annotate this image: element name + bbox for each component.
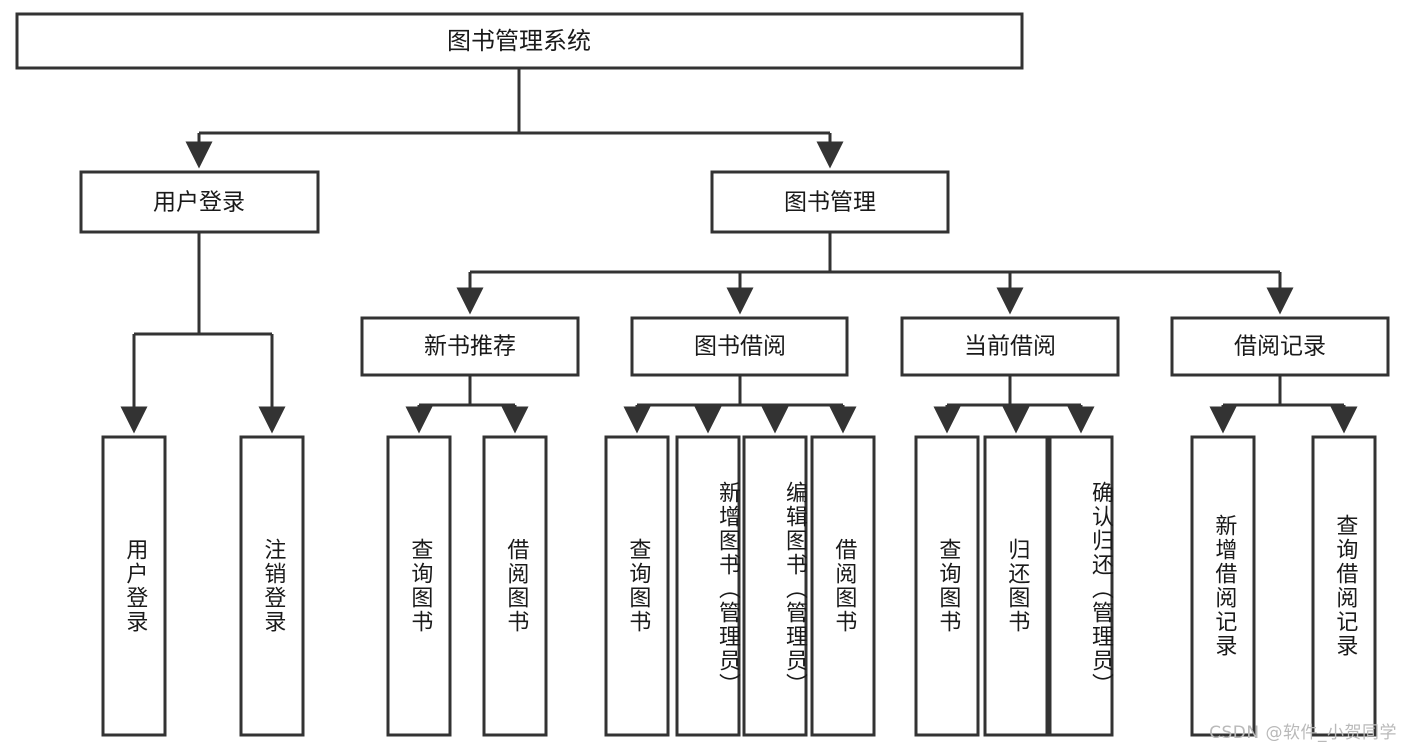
node-leaf-query-book-3-box[interactable]	[914, 435, 980, 737]
node-leaf-add-book-admin-box[interactable]	[675, 435, 741, 737]
node-book-manage-label: 图书管理	[784, 190, 876, 216]
node-new-book-rec-label: 新书推荐	[424, 334, 516, 360]
node-current-borrow-box[interactable]	[900, 316, 1120, 377]
node-leaf-query-borrow-record-box[interactable]	[1311, 435, 1377, 737]
connector-layer	[120, 68, 1358, 434]
node-leaf-edit-book-admin-box[interactable]	[742, 435, 808, 737]
node-book-manage[interactable]: 图书管理	[710, 170, 950, 234]
node-leaf-borrow-book-1-box[interactable]	[482, 435, 548, 737]
node-user-login-box[interactable]	[79, 170, 320, 234]
node-book-borrow[interactable]: 图书借阅	[630, 316, 849, 377]
node-borrow-record-label: 借阅记录	[1234, 334, 1326, 360]
node-user-login-label: 用户登录	[153, 190, 245, 216]
node-root-box[interactable]	[15, 12, 1024, 70]
node-leaf-add-borrow-record-box[interactable]	[1190, 435, 1256, 737]
node-leaf-logout-box[interactable]	[239, 435, 305, 737]
node-leaf-return-book-box[interactable]	[983, 435, 1049, 737]
node-leaf-borrow-book-2-box[interactable]	[810, 435, 876, 737]
node-new-book-rec-box[interactable]	[360, 316, 580, 377]
node-book-borrow-box[interactable]	[630, 316, 849, 377]
node-user-login[interactable]: 用户登录	[79, 170, 320, 234]
node-current-borrow[interactable]: 当前借阅	[900, 316, 1120, 377]
node-leaf-query-book-2-box[interactable]	[604, 435, 670, 737]
node-new-book-rec[interactable]: 新书推荐	[360, 316, 580, 377]
csdn-watermark: CSDN @软件_小贺同学	[1209, 723, 1397, 743]
node-current-borrow-label: 当前借阅	[964, 334, 1056, 360]
node-root-label: 图书管理系统	[447, 27, 591, 55]
node-borrow-record-box[interactable]	[1170, 316, 1390, 377]
node-book-manage-box[interactable]	[710, 170, 950, 234]
leaf-box-layer	[101, 435, 1377, 737]
node-borrow-record[interactable]: 借阅记录	[1170, 316, 1390, 377]
node-leaf-confirm-return-admin-box[interactable]	[1048, 435, 1114, 737]
node-root[interactable]: 图书管理系统	[15, 12, 1024, 70]
node-leaf-query-book-1-box[interactable]	[386, 435, 452, 737]
node-book-borrow-label: 图书借阅	[694, 334, 786, 360]
node-leaf-user-login-box[interactable]	[101, 435, 167, 737]
